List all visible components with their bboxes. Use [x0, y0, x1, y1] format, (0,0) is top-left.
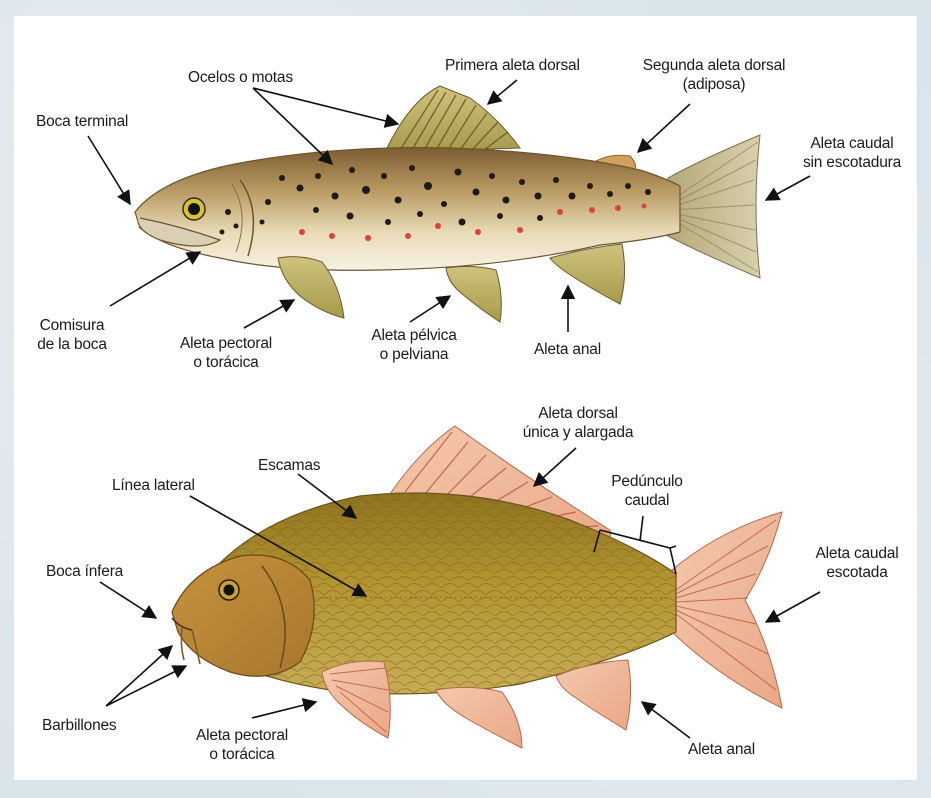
- label-boca-terminal: Boca terminal: [36, 112, 128, 131]
- label-barbillones: Barbillones: [42, 716, 116, 735]
- label-aleta-pectoral-trout-line2: o torácica: [170, 353, 282, 372]
- label-escamas: Escamas: [258, 456, 320, 475]
- label-aleta-caudal-carp-line1: Aleta caudal: [812, 544, 902, 563]
- label-segunda-aleta-dorsal: Segunda aleta dorsal (adiposa): [638, 56, 790, 94]
- label-ocelos: Ocelos o motas: [188, 68, 293, 87]
- label-aleta-dorsal-carp: Aleta dorsal única y alargada: [512, 404, 644, 442]
- label-boca-infera: Boca ínfera: [46, 562, 123, 581]
- label-pedunculo-caudal-line2: caudal: [604, 491, 690, 510]
- label-aleta-anal-carp: Aleta anal: [688, 740, 755, 759]
- label-aleta-pelvica: Aleta pélvica o pelviana: [362, 326, 466, 364]
- trout-tail-fin: [668, 135, 760, 278]
- label-aleta-pelvica-line1: Aleta pélvica: [362, 326, 466, 345]
- label-comisura-line1: Comisura: [24, 316, 120, 335]
- label-aleta-pectoral-trout-line1: Aleta pectoral: [170, 334, 282, 353]
- label-comisura: Comisura de la boca: [24, 316, 120, 354]
- label-comisura-line2: de la boca: [24, 335, 120, 354]
- carp-pelvic-fin: [436, 687, 522, 748]
- label-aleta-pectoral-carp-line2: o torácica: [186, 745, 298, 764]
- label-aleta-caudal-carp: Aleta caudal escotada: [812, 544, 902, 582]
- label-aleta-pectoral-carp: Aleta pectoral o torácica: [186, 726, 298, 764]
- label-aleta-caudal-carp-line2: escotada: [812, 563, 902, 582]
- label-aleta-caudal-trout: Aleta caudal sin escotadura: [798, 134, 906, 172]
- label-aleta-dorsal-carp-line2: única y alargada: [512, 423, 644, 442]
- trout-fish: [135, 86, 760, 322]
- label-aleta-pectoral-trout: Aleta pectoral o torácica: [170, 334, 282, 372]
- label-aleta-anal-trout: Aleta anal: [534, 340, 601, 359]
- carp-tail-fin: [672, 512, 782, 708]
- label-primera-aleta-dorsal: Primera aleta dorsal: [445, 56, 580, 75]
- carp-head: [172, 555, 314, 676]
- trout-pelvic-fin: [446, 266, 501, 322]
- label-aleta-dorsal-carp-line1: Aleta dorsal: [512, 404, 644, 423]
- label-linea-lateral: Línea lateral: [112, 476, 195, 495]
- label-aleta-pelvica-line2: o pelviana: [362, 345, 466, 364]
- label-aleta-pectoral-carp-line1: Aleta pectoral: [186, 726, 298, 745]
- label-aleta-caudal-trout-line1: Aleta caudal: [798, 134, 906, 153]
- label-pedunculo-caudal: Pedúnculo caudal: [604, 472, 690, 510]
- label-segunda-aleta-dorsal-line1: Segunda aleta dorsal: [638, 56, 790, 75]
- label-aleta-caudal-trout-line2: sin escotadura: [798, 153, 906, 172]
- label-segunda-aleta-dorsal-line2: (adiposa): [638, 75, 790, 94]
- label-pedunculo-caudal-line1: Pedúnculo: [604, 472, 690, 491]
